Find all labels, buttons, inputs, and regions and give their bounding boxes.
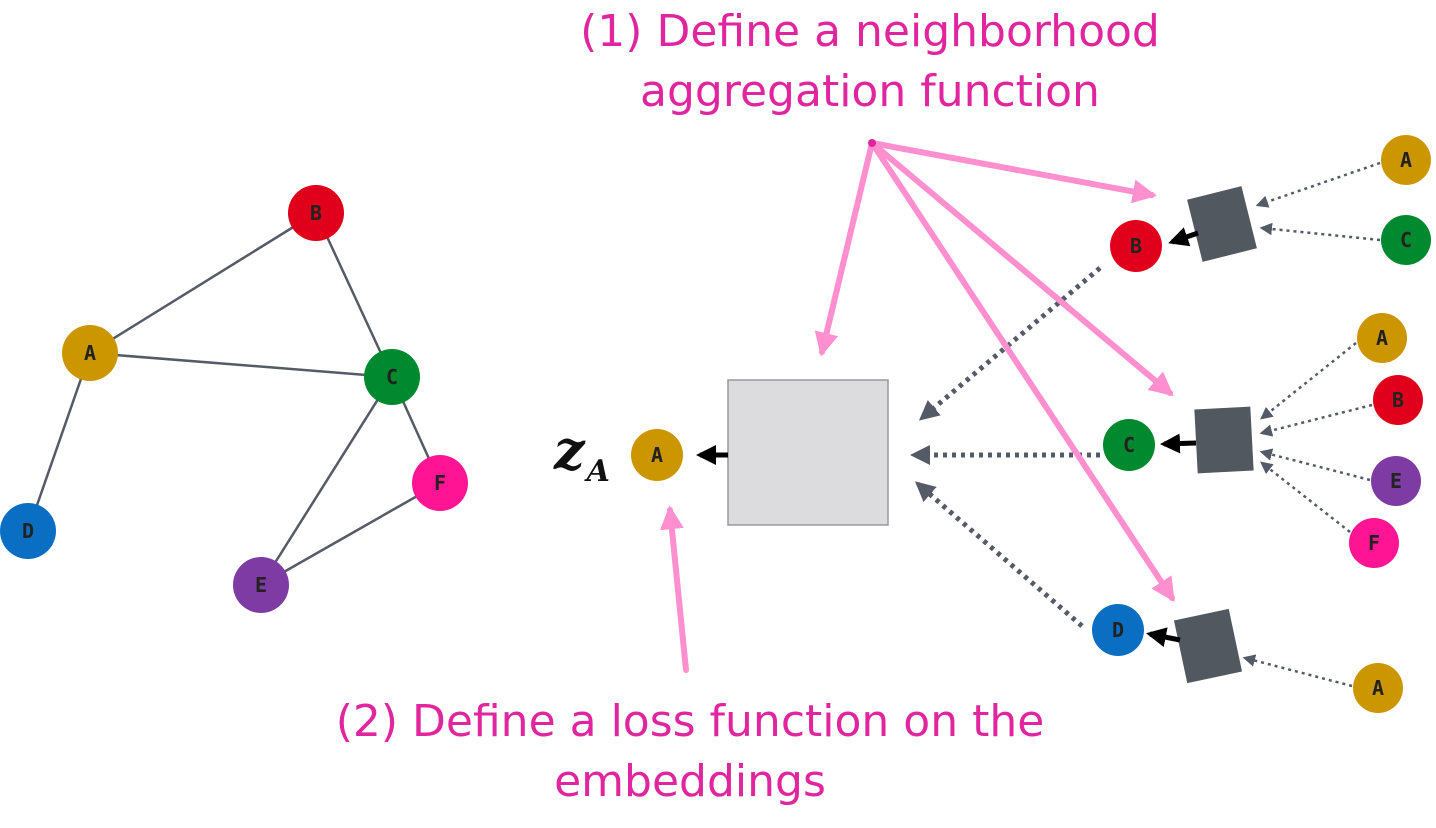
comp-node-d: D (1092, 604, 1144, 656)
caption-loss-line1: (2) Define a loss function on the (335, 696, 1045, 747)
comp-node-d-label: D (1112, 618, 1124, 642)
comp-node-c-neighbor-a: A (1357, 313, 1407, 363)
aggregator-box-c (1194, 406, 1254, 474)
pink-arrow-to-agg-c (869, 140, 1174, 397)
comp-node-c-neighbor-e: E (1371, 456, 1421, 506)
arrow-agg-d-to-d (1146, 627, 1181, 647)
comp-node-target-a-circle (631, 429, 683, 481)
comp-node-c-neighbor-b-circle (1373, 375, 1423, 425)
graph-node-d: D (0, 503, 56, 559)
comp-node-c-neighbor-a-circle (1357, 313, 1407, 363)
comp-node-c-neighbor-f-label: F (1368, 531, 1380, 555)
comp-node-c-neighbor-f: F (1349, 518, 1399, 568)
arrow-agg-c-to-c (1160, 433, 1197, 454)
comp-node-b-label: B (1130, 234, 1142, 258)
aggregation-output-arrows (696, 227, 1199, 647)
pink-arrow-to-agg-d (869, 140, 1175, 603)
comp-node-c-neighbor-a-label: A (1376, 326, 1388, 350)
computation-graph: A B C D A C A (631, 135, 1431, 713)
comp-node-c-neighbor-b-label: B (1392, 388, 1404, 412)
comp-node-c-neighbor-e-circle (1371, 456, 1421, 506)
arrow-e-to-agg-c (1259, 448, 1371, 482)
comp-node-d-neighbor-a-circle (1353, 663, 1403, 713)
comp-node-c: C (1103, 419, 1155, 471)
graph-node-b-circle (288, 185, 344, 241)
arrow-a-to-agg-d (1242, 654, 1353, 688)
graph-node-d-circle (0, 503, 56, 559)
graph-node-a: A (62, 325, 118, 381)
comp-node-b-neighbor-a: A (1381, 135, 1431, 185)
graph-node-c-label: C (386, 365, 398, 389)
annotation-arrows (659, 140, 1175, 673)
graph-node-e-label: E (255, 573, 267, 597)
graph-node-e: E (233, 557, 289, 613)
graph-node-f-label: F (434, 471, 446, 495)
edge-a-b (89, 211, 317, 355)
comp-node-b: B (1110, 220, 1162, 272)
edge-e-f (260, 481, 441, 587)
comp-node-d-neighbor-a-label: A (1372, 676, 1384, 700)
comp-node-d-circle (1092, 604, 1144, 656)
embedding-subscript: A (586, 454, 610, 489)
pink-arrow-to-main-agg (814, 140, 875, 357)
comp-node-b-neighbor-c: C (1381, 215, 1431, 265)
edge-a-c (89, 351, 393, 379)
comp-node-b-neighbor-a-circle (1381, 135, 1431, 185)
caption-loss: (2) Define a loss function on the embedd… (300, 692, 1080, 812)
annotation-origin-dot (868, 139, 876, 147)
aggregator-box-b (1187, 186, 1257, 262)
arrow-f-to-agg-c (1260, 461, 1351, 533)
edge-b-c (314, 212, 394, 378)
arrow-a-to-agg-b (1255, 161, 1381, 208)
comp-node-c-circle (1103, 419, 1155, 471)
caption-aggregation-line2: aggregation function (640, 66, 1100, 117)
graph-node-c-circle (364, 349, 420, 405)
pink-arrow-to-agg-b (869, 140, 1157, 204)
graph-node-b: B (288, 185, 344, 241)
comp-node-c-label: C (1123, 433, 1135, 457)
embedding-label: zA (554, 418, 610, 489)
graph-node-a-label: A (84, 341, 96, 365)
arrow-d-to-main-agg (914, 481, 1084, 628)
main-aggregator-box (727, 379, 889, 526)
edge-c-e (259, 376, 394, 586)
arrow-c-to-agg-b (1259, 222, 1381, 242)
arrow-agg-b-to-b (1168, 227, 1199, 247)
neighbor-arrows-l1 (910, 266, 1102, 628)
arrow-a-to-agg-c (1260, 342, 1357, 420)
caption-aggregation-line1: (1) Define a neighborhood (580, 6, 1160, 57)
graph-node-d-label: D (22, 519, 34, 543)
neighbor-arrows-l2 (1242, 161, 1381, 688)
graph-node-a-circle (62, 325, 118, 381)
caption-loss-line2: embeddings (554, 756, 826, 807)
graph-node-c: C (364, 349, 420, 405)
graph-node-e-circle (233, 557, 289, 613)
comp-node-c-neighbor-e-label: E (1390, 469, 1402, 493)
comp-node-b-neighbor-c-label: C (1400, 228, 1412, 252)
arrow-b-to-agg-c (1259, 403, 1373, 437)
graph-node-b-label: B (310, 201, 322, 225)
embedding-symbol: z (554, 418, 585, 482)
comp-node-b-neighbor-c-circle (1381, 215, 1431, 265)
input-graph: A B C D E F (0, 185, 468, 613)
caption-aggregation: (1) Define a neighborhood aggregation fu… (540, 2, 1200, 122)
comp-node-c-neighbor-b: B (1373, 375, 1423, 425)
comp-node-b-neighbor-a-label: A (1400, 148, 1412, 172)
graph-node-f: F (412, 455, 468, 511)
arrow-b-to-main-agg (918, 266, 1102, 421)
aggregator-box-d (1173, 608, 1243, 684)
graph-node-f-circle (412, 455, 468, 511)
pink-arrow-to-embedding (659, 505, 689, 673)
edge-a-d (26, 352, 92, 532)
comp-node-c-neighbor-f-circle (1349, 518, 1399, 568)
comp-node-d-neighbor-a: A (1353, 663, 1403, 713)
comp-node-target-a-label: A (651, 443, 663, 467)
comp-node-target-a: A (631, 429, 683, 481)
comp-node-b-circle (1110, 220, 1162, 272)
